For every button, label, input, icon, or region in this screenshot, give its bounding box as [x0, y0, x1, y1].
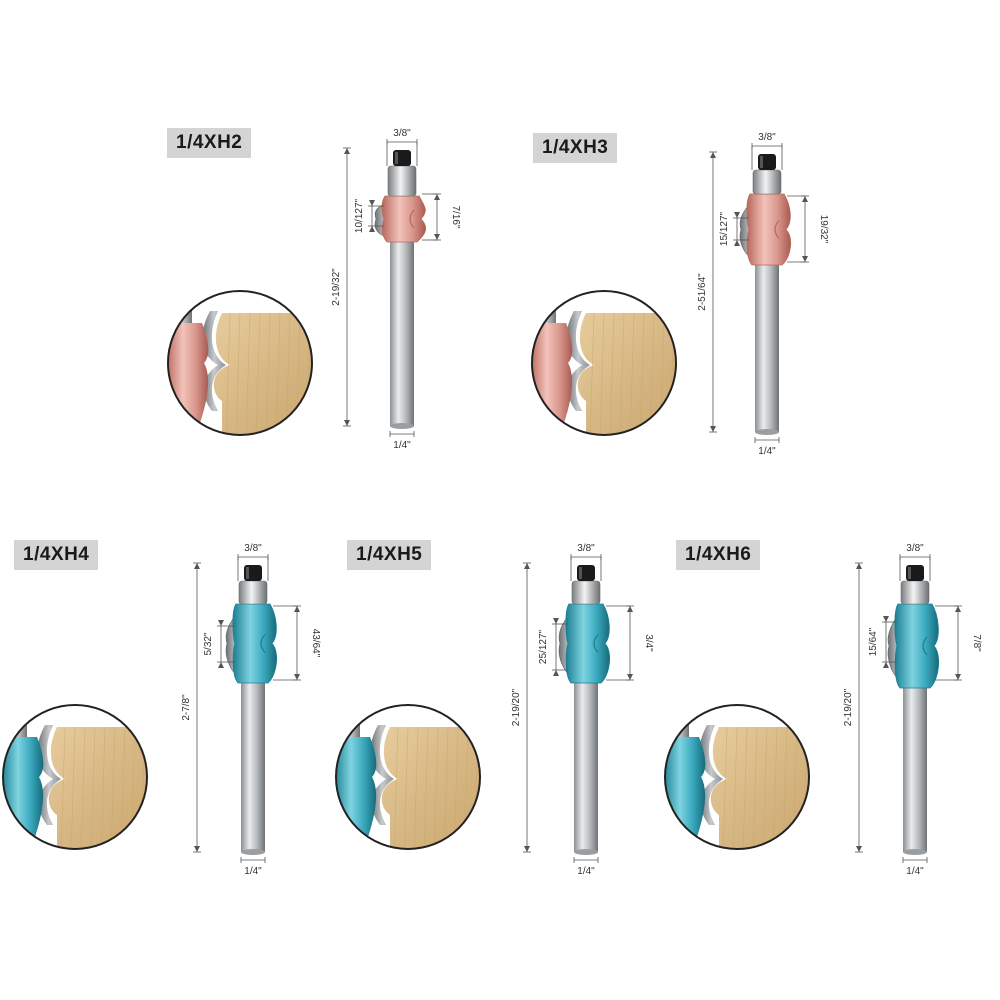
cutter-body: [565, 603, 611, 684]
dim-shank-label: 1/4": [906, 866, 924, 877]
dim-cut-width-label: 3/8": [244, 543, 262, 554]
detail-circle-outline: [664, 704, 810, 850]
bit-title-h5: 1/4XH5: [347, 540, 432, 570]
dim-length-line: [343, 147, 351, 427]
cutter-body: [746, 193, 792, 266]
dim-cut-width-label: 3/8": [758, 132, 776, 143]
router-bit-h2: 3/8" 1/4" 2-19/32" 7/16" 10/127": [167, 128, 461, 451]
detail-zoom-circle: [2, 704, 148, 850]
detail-shank: [170, 291, 192, 323]
dim-radius-label: 10/127": [354, 198, 365, 233]
router-bit-h5: 3/8" 1/4" 2-19/20" 3/4" 25/127": [335, 543, 654, 877]
detail-shank: [667, 705, 689, 737]
bearing: [900, 580, 930, 605]
dim-shank-label: 1/4": [758, 446, 776, 457]
detail-zoom-circle: [664, 704, 810, 850]
cutter-body: [232, 603, 278, 684]
dim-length-label: 2-7/8": [181, 694, 192, 721]
dim-shank-line: [240, 857, 266, 863]
detail-zoom-circle: [531, 290, 677, 436]
dim-cut-height-line: [293, 605, 301, 681]
dim-cut-width-line: [899, 554, 931, 560]
detail-shank: [338, 705, 360, 737]
bit-title-h3: 1/4XH3: [533, 133, 618, 163]
router-bit-h3: 3/8" 1/4" 2-51/64" 19/32" 15/127": [531, 132, 829, 457]
shank: [241, 683, 265, 852]
detail-zoom-circle: [335, 704, 481, 850]
dim-radius: 5/32": [203, 620, 235, 668]
dim-shank-line: [389, 431, 415, 437]
dim-radius-label: 15/127": [719, 211, 730, 246]
detail-circle-outline: [167, 290, 313, 436]
detail-blade: [370, 725, 394, 825]
dim-cut-height-label: 3/4": [643, 634, 654, 652]
bit-title-h6: 1/4XH6: [676, 540, 761, 570]
dim-length-line: [855, 562, 863, 853]
dim-radius: 25/127": [538, 618, 568, 676]
bit-title-h2: 1/4XH2: [167, 128, 252, 158]
bearing: [387, 165, 417, 197]
bearing: [752, 169, 782, 195]
dim-length-line: [709, 151, 717, 433]
dim-cut-height-label: 7/8": [971, 634, 982, 652]
detail-blade: [699, 725, 723, 825]
dim-cut-width-line: [237, 554, 269, 560]
dim-cut-height-line: [801, 195, 809, 263]
detail-shank: [534, 291, 556, 323]
dim-cut-width-label: 3/8": [393, 128, 411, 139]
detail-shank: [5, 705, 27, 737]
dim-radius-label: 25/127": [538, 629, 549, 664]
dim-length-line: [193, 562, 201, 853]
dim-cut-height-line: [954, 605, 962, 681]
dim-shank-line: [573, 857, 599, 863]
dim-radius: 10/127": [354, 198, 384, 233]
bearing: [571, 580, 601, 605]
detail-circle-outline: [2, 704, 148, 850]
dim-cut-height-label: 19/32": [818, 215, 829, 244]
shank: [574, 683, 598, 852]
dim-shank-line: [754, 437, 780, 443]
dim-length-line: [523, 562, 531, 853]
bearing: [238, 580, 268, 605]
dim-cut-height-line: [433, 193, 441, 241]
dim-shank-label: 1/4": [244, 866, 262, 877]
dim-radius-label: 5/32": [203, 632, 214, 655]
shank: [903, 688, 927, 852]
dim-length-label: 2-19/20": [511, 688, 522, 726]
dim-cut-width-label: 3/8": [906, 543, 924, 554]
detail-blade: [37, 725, 61, 825]
dim-cut-width-line: [570, 554, 602, 560]
cutter-body: [894, 603, 940, 689]
dim-radius: 15/64": [868, 616, 897, 668]
shank: [755, 265, 779, 432]
router-bit-h6: 3/8" 1/4" 2-19/20" 7/8" 15/64": [664, 543, 982, 877]
dim-cut-width-line: [386, 139, 418, 145]
dim-length-label: 2-51/64": [697, 273, 708, 311]
detail-zoom-circle: [167, 290, 313, 436]
dim-cut-height-label: 43/64": [310, 629, 321, 658]
dim-cut-height-label: 7/16": [450, 205, 461, 228]
detail-blade: [566, 311, 590, 411]
dim-length-label: 2-19/20": [843, 688, 854, 726]
detail-blade: [202, 311, 226, 411]
dim-cut-height-line: [626, 605, 634, 681]
dim-cut-width-line: [751, 143, 783, 149]
dim-radius: 15/127": [719, 211, 749, 246]
dim-length-label: 2-19/32": [331, 268, 342, 306]
dim-cut-width-label: 3/8": [577, 543, 595, 554]
dim-shank-label: 1/4": [577, 866, 595, 877]
detail-circle-outline: [335, 704, 481, 850]
bit-title-h4: 1/4XH4: [14, 540, 99, 570]
shank: [390, 242, 414, 426]
router-bit-h4: 3/8" 1/4" 2-7/8" 43/64" 5/32": [2, 543, 321, 877]
dim-shank-line: [902, 857, 928, 863]
dim-radius-label: 15/64": [868, 627, 879, 656]
detail-circle-outline: [531, 290, 677, 436]
cutter-body: [381, 195, 427, 243]
dim-shank-label: 1/4": [393, 440, 411, 451]
